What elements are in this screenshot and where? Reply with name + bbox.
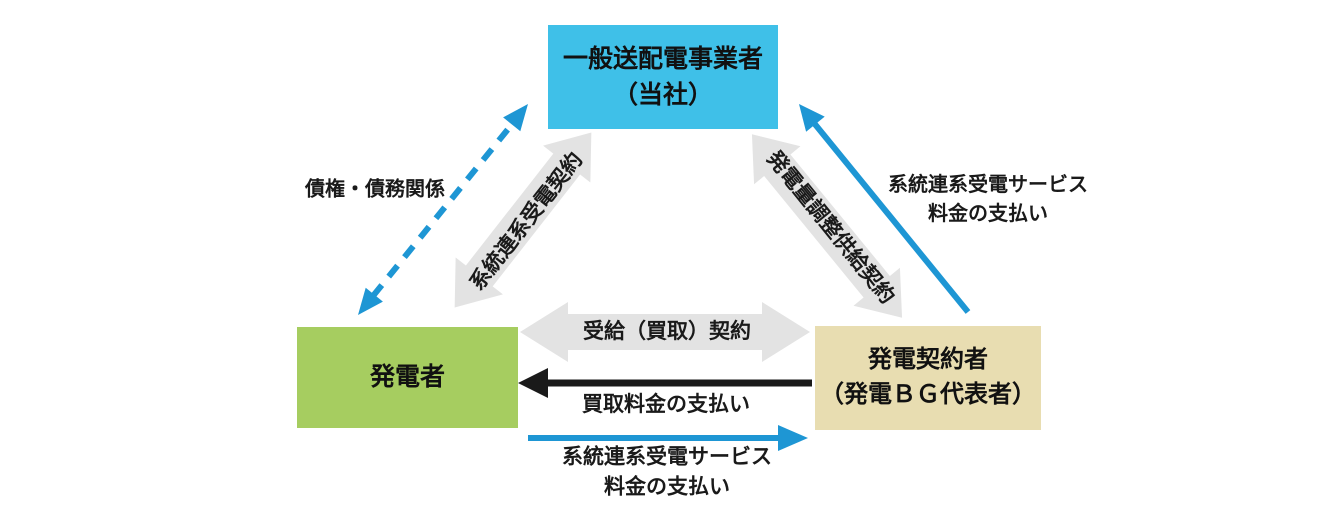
- service-fee-right-arrow: [799, 104, 971, 314]
- node-contractor: 発電契約者 （発電ＢＧ代表者）: [815, 326, 1041, 430]
- label-service-fee-right-line1: 系統連系受電サービス: [888, 174, 1088, 196]
- service-fee-bottom-arrow: [528, 425, 808, 451]
- node-generator: 発電者: [297, 327, 518, 428]
- gen-adjust-supply-contract-arrow: [751, 134, 903, 318]
- label-purchase-fee: 買取料金の支払い: [582, 392, 750, 416]
- node-grid-operator-line2: （当社）: [612, 81, 713, 109]
- grid-reception-contract-arrow: [454, 132, 592, 308]
- label-service-fee-bottom-line1: 系統連系受電サービス: [562, 445, 772, 469]
- node-grid-operator-line1: 一般送配電事業者: [562, 44, 763, 73]
- purchase-contract-arrow: [520, 302, 810, 362]
- node-grid-operator: 一般送配電事業者 （当社）: [548, 25, 778, 129]
- label-service-fee-bottom-line2: 料金の支払い: [604, 476, 730, 499]
- label-credit-debt: 債権・債務関係: [305, 178, 445, 201]
- node-generator-label: 発電者: [369, 363, 445, 392]
- label-purchase-contract: 受給（買取）契約: [583, 319, 751, 343]
- label-service-fee-bottom: 系統連系受電サービス 料金の支払い: [562, 443, 772, 504]
- node-contractor-line1: 発電契約者: [868, 346, 988, 374]
- node-contractor-line2: （発電ＢＧ代表者）: [820, 381, 1036, 408]
- credit-debt-arrow: [358, 104, 528, 315]
- purchase-fee-arrow: [518, 368, 812, 398]
- label-service-fee-right: 系統連系受電サービス 料金の支払い: [888, 171, 1088, 229]
- label-service-fee-right-line2: 料金の支払い: [928, 203, 1048, 225]
